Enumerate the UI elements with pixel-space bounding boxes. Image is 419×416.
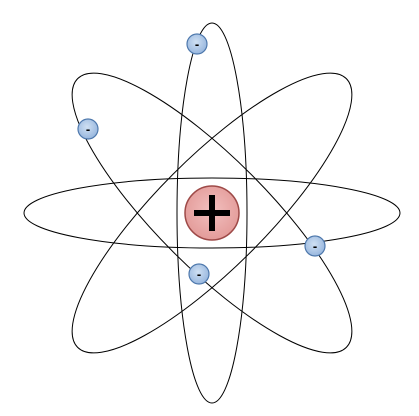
orbit-diagonal-right (71, 72, 353, 354)
electron-top: - (186, 33, 208, 55)
orbit-vertical (176, 22, 248, 404)
electron-charge-label: - (197, 267, 201, 282)
nucleus (184, 185, 240, 241)
plus-icon (194, 195, 230, 231)
electron-charge-label: - (313, 239, 317, 254)
orbits (23, 22, 401, 404)
electrons: - - - - (77, 33, 326, 285)
electron-right: - (304, 235, 326, 257)
electron-charge-label: - (195, 37, 199, 52)
orbit-diagonal-left (71, 72, 353, 354)
electron-charge-label: - (86, 122, 90, 137)
electron-upper-left: - (77, 118, 99, 140)
orbit-horizontal (23, 177, 401, 249)
electron-lower-center: - (188, 263, 210, 285)
